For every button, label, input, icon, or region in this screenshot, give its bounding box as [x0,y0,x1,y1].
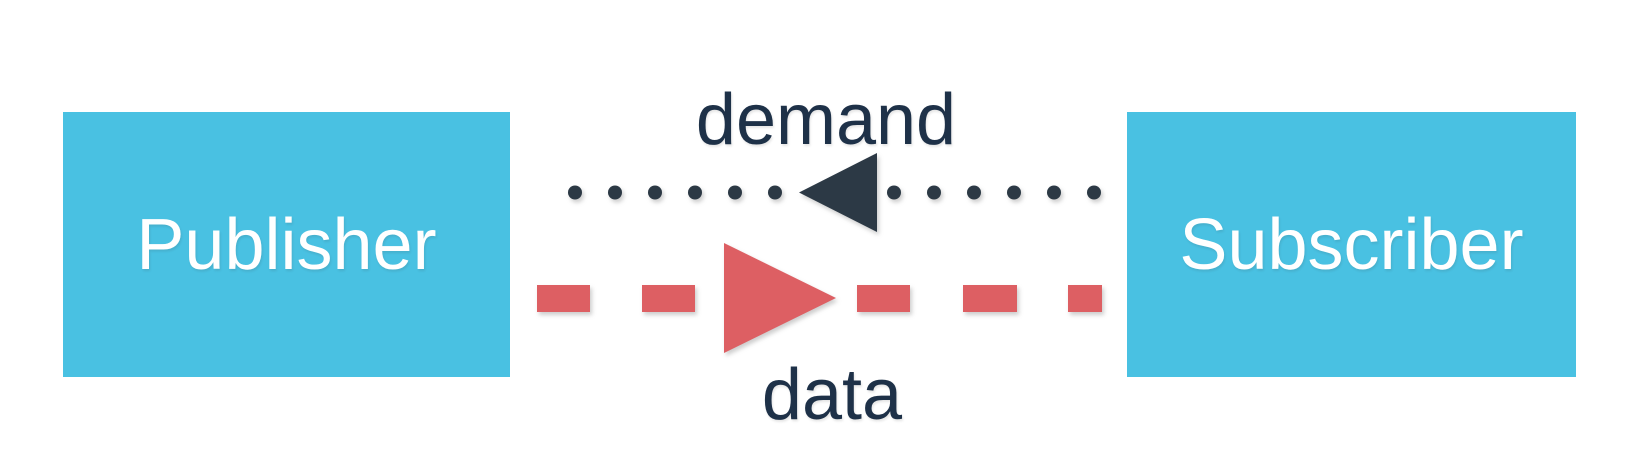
demand-dot [1087,185,1101,200]
demand-dot [1007,185,1021,200]
demand-dot [568,185,582,200]
data-arrowhead-right-icon [724,243,836,353]
demand-dot [927,185,941,200]
edge-data-label: data [761,355,903,435]
data-dash [537,285,590,312]
data-dash [963,285,1017,312]
data-arrow [537,243,1102,353]
demand-dot [688,185,702,200]
demand-dot [608,185,622,200]
data-dash [1068,285,1102,312]
demand-dot [728,185,742,200]
node-publisher-label: Publisher [136,204,437,285]
edge-demand-label: demand [695,80,957,160]
node-subscriber: Subscriber [1127,112,1576,377]
demand-dot [1047,185,1061,200]
data-dash [857,285,910,312]
demand-arrowhead-left-icon [799,153,877,232]
data-dash [642,285,695,312]
demand-dot [768,185,782,200]
demand-dot [967,185,981,200]
node-publisher: Publisher [63,112,510,377]
node-subscriber-label: Subscriber [1179,204,1524,285]
demand-dot [648,185,662,200]
demand-arrow [568,153,1101,232]
demand-dot [887,185,901,200]
